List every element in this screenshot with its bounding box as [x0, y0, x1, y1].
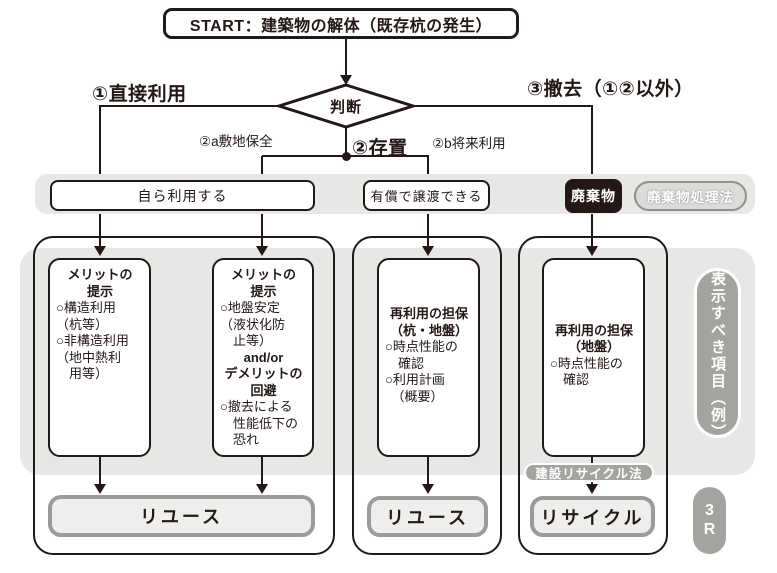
decision-diamond — [276, 83, 416, 129]
connector-branch2-down — [345, 126, 347, 156]
branch-label-site-preservation: ②a敷地保全 — [199, 134, 273, 149]
connector-branch-right — [410, 105, 593, 107]
junction-dot — [342, 152, 351, 161]
merit-demerit-heading2: デメリットの 回避 — [224, 366, 303, 398]
outcome-reuse-middle-label: リユース — [385, 507, 470, 528]
merit-demerit-heading: メリットの 提示 — [230, 267, 296, 299]
three-r-label: 3 R — [703, 502, 716, 538]
reuse-guarantee-ground-heading: 再利用の担保 （地盤） — [554, 322, 633, 355]
connector-branch2a-down — [261, 156, 263, 182]
waste-law-label: 廃棄物処理法 — [647, 190, 734, 205]
arrowhead-box1-icon — [94, 246, 106, 256]
connector-branch-left — [100, 105, 284, 107]
reuse-guarantee-pile-heading: 再利用の担保 （杭・地盤） — [389, 306, 468, 338]
connector-box2-to-reuse — [261, 457, 263, 485]
container-direct-use — [33, 236, 335, 555]
outcome-recycle: リサイクル — [530, 496, 655, 537]
connector-box3-to-reuse — [427, 457, 429, 485]
display-items-label: 表示すべき項目（例） — [709, 271, 726, 441]
waste-label: 廃棄物 — [571, 188, 616, 204]
connector-box1-to-reuse — [99, 457, 101, 485]
recycle-law-badge: 建設リサイクル法 — [524, 463, 654, 482]
waste-box: 廃棄物 — [565, 179, 622, 213]
container-transfer — [352, 236, 502, 555]
decision-label: 判断 — [329, 98, 362, 116]
merit-demerit-box: メリットの 提示 ○地盤安定 （液状化防 止等） and/or デメリットの 回… — [212, 258, 314, 457]
branch-label-removal: ③撤去（①②以外） — [527, 79, 694, 100]
recycle-law-label: 建設リサイクル法 — [535, 467, 643, 481]
connector-branch2b-down — [427, 156, 429, 182]
self-use-box: 自ら利用する — [50, 180, 315, 211]
connector-branch3-down — [591, 105, 593, 180]
arrowhead-box3-icon — [422, 246, 434, 256]
connector-to-box4 — [591, 212, 593, 248]
arrowhead-decision-icon — [340, 75, 352, 85]
display-items-pill: 表示すべき項目（例） — [694, 268, 741, 441]
branch-label-direct-use: ①直接利用 — [92, 84, 187, 105]
connector-branch1-down — [99, 105, 101, 181]
connector-to-box2 — [261, 210, 263, 248]
merit-box-structural: メリットの 提示 ○構造利用 （杭等） ○非構造利用 （地中熱利 用等） — [48, 258, 151, 457]
paid-transfer-box: 有償で譲渡できる — [363, 180, 490, 211]
outcome-recycle-label: リサイクル — [540, 507, 645, 528]
reuse-guarantee-ground-box: 再利用の担保 （地盤） ○時点性能の 確認 — [542, 258, 645, 457]
merit-demerit-body: ○地盤安定 （液状化防 止等） — [220, 300, 286, 348]
connector-to-box3 — [427, 210, 429, 248]
paid-transfer-label: 有償で譲渡できる — [370, 189, 483, 204]
outcome-reuse-left-label: リユース — [139, 507, 224, 527]
connector-start-to-decision — [345, 39, 347, 77]
waste-law-badge: 廃棄物処理法 — [634, 181, 747, 211]
three-r-pill: 3 R — [693, 487, 726, 554]
arrowhead-reuse-left2-icon — [256, 484, 268, 494]
outcome-reuse-left: リユース — [48, 495, 315, 537]
arrowhead-reuse-middle-icon — [422, 484, 434, 494]
branch-label-future-use: ②b将来利用 — [432, 136, 506, 151]
reuse-guarantee-pile-body: ○時点性能の 確認 ○利用計画 （概要） — [385, 339, 458, 404]
arrowhead-reuse-left-icon — [94, 484, 106, 494]
merit-box-structural-heading: メリットの 提示 — [67, 267, 133, 299]
reuse-guarantee-pile-box: 再利用の担保 （杭・地盤） ○時点性能の 確認 ○利用計画 （概要） — [377, 258, 480, 457]
branch-label-leave-in-place: ②存置 — [352, 138, 408, 159]
reuse-guarantee-ground-body: ○時点性能の 確認 — [550, 355, 623, 388]
connector-to-box1 — [99, 210, 101, 248]
container-removal — [518, 236, 668, 555]
merit-box-structural-body: ○構造利用 （杭等） ○非構造利用 （地中熱利 用等） — [56, 300, 129, 381]
start-label: START：建築物の解体（既存杭の発生） — [189, 17, 493, 35]
outcome-reuse-middle: リユース — [367, 496, 488, 537]
merit-demerit-body2: ○撤去による 性能低下の 恐れ — [220, 399, 299, 447]
arrowhead-box4-icon — [586, 246, 598, 256]
start-node: START：建築物の解体（既存杭の発生） — [163, 8, 519, 39]
merit-demerit-connector: and/or — [243, 349, 284, 365]
arrowhead-box2-icon — [256, 246, 268, 256]
arrowhead-recycle-icon — [586, 484, 598, 494]
self-use-label: 自ら利用する — [137, 187, 228, 204]
